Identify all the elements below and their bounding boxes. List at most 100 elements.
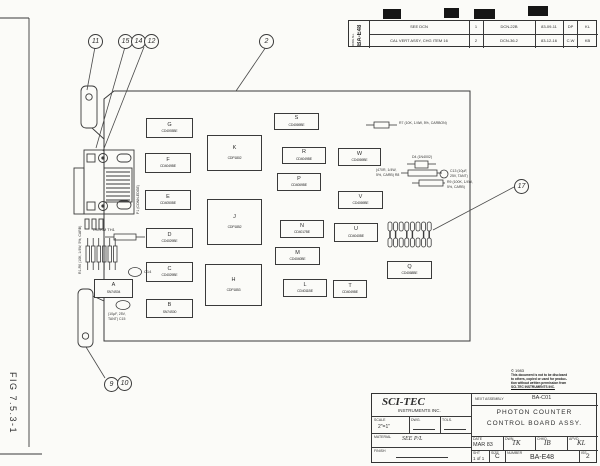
leader-lines — [85, 46, 515, 379]
ic-ref: J — [233, 214, 236, 221]
rev-appr: KL — [585, 24, 590, 29]
ic-part: CD4049BE — [342, 290, 358, 295]
board-outline — [103, 90, 471, 342]
drawing-title-line1: PHOTON COUNTER — [496, 409, 573, 416]
divider — [483, 21, 484, 48]
ic-part: CD4049BE — [160, 164, 176, 169]
annotation-c14: C14 — [144, 269, 152, 274]
approved-label: APVD. — [569, 437, 580, 441]
issue-label: ISS — [581, 451, 587, 455]
divider — [372, 447, 471, 448]
annotation-resistor-group: R1-R6 (10K, 1/4W, 5%, CARB) — [78, 225, 82, 274]
rev-number: 1 — [474, 24, 478, 29]
copyright-year: © 1983 — [511, 368, 524, 373]
rev-dcn: DCN-36.2 — [500, 38, 518, 43]
ic-ref: H — [231, 277, 236, 284]
divider — [505, 450, 506, 462]
divider — [563, 21, 564, 48]
ic-part: CD4069BE — [352, 201, 369, 206]
ic-ref: G — [167, 121, 172, 128]
drawn-signature: TK — [512, 439, 521, 447]
ic-part: SN74S04 — [106, 289, 121, 294]
tols-label: TOLS. — [442, 418, 453, 422]
number-label: NUMBER — [507, 451, 523, 455]
ic-part: CD4040BE — [289, 257, 306, 262]
approved-signature: KL — [577, 439, 586, 447]
date-label: DATE — [473, 437, 483, 441]
ic-part: SN74S00 — [162, 309, 177, 314]
divider — [579, 450, 580, 462]
divider — [503, 436, 504, 450]
copyright-line: to others, copied or used for produc- — [511, 377, 567, 381]
rev-by: DP — [567, 24, 574, 29]
annotation-c13-line1: C13 (10µF, — [450, 169, 468, 173]
rev-date: 83-09-11 — [541, 24, 557, 29]
company-subtitle: INSTRUMENTS INC. — [398, 408, 441, 413]
dwg-label: DWG. — [411, 418, 421, 422]
binder-tabs — [383, 6, 548, 19]
next-assembly-label: NEXT ASSEMBLY — [475, 397, 504, 401]
divider — [471, 450, 598, 451]
divider — [440, 416, 441, 433]
scale-label: SCALE — [374, 418, 386, 422]
callout-balloon-2: 2 — [259, 34, 274, 49]
callout-balloon-11: 11 — [88, 34, 103, 49]
divider — [535, 436, 536, 450]
callout-balloon-12: 12 — [144, 34, 159, 49]
ic-ref: B — [167, 302, 172, 309]
card-ejector-top — [80, 85, 105, 140]
annotation-connector-p1: P1 (CONN-EDGE) — [136, 185, 140, 214]
ic-ref: V — [358, 193, 363, 200]
divider — [567, 436, 568, 450]
ic-part: CD4049BE — [296, 156, 312, 161]
divider — [469, 21, 470, 48]
ic-part: CD4011BE — [297, 289, 313, 294]
ic-ref: S — [294, 115, 299, 122]
divider — [471, 405, 598, 406]
annotation-c15-line1: (10µF, 25V, — [108, 312, 126, 316]
figure-number-label: FIG 7.5.3-1 — [8, 372, 18, 435]
revision-drawing-number: BA-E48 — [357, 24, 363, 46]
annotation-r9-line1: R9 (100K, 1/4W, — [447, 180, 473, 184]
divider — [372, 416, 471, 417]
checked-signature: IB — [544, 439, 551, 447]
divider — [489, 450, 490, 462]
ic-part: CD4050BE — [160, 201, 176, 206]
jumper-pads — [387, 221, 432, 248]
ic-ref: T — [348, 282, 352, 289]
divider — [577, 21, 578, 48]
title-block: SCI-TEC INSTRUMENTS INC. SCALE 2"=1" DWG… — [371, 393, 598, 463]
size-value: C — [495, 453, 500, 460]
ic-part: CD4029BE — [161, 239, 178, 244]
divider — [471, 394, 472, 462]
ic-ref: F — [166, 156, 170, 163]
rev-date: 83-12-16 — [540, 38, 557, 43]
sheet-label: SHT — [473, 451, 480, 455]
ic-ref: R — [302, 149, 306, 156]
ic-ref: Q — [407, 263, 412, 270]
material-value: SEE P/L — [402, 436, 423, 442]
ic-ref: M — [295, 249, 300, 256]
rev-dcn: DCN-22B — [500, 24, 518, 29]
ic-part: CDP1802 — [227, 155, 242, 160]
blank-entry-line — [413, 429, 435, 430]
callout-balloon-9: 9 — [104, 377, 119, 392]
next-assembly-value: BA-C01 — [532, 395, 552, 401]
ic-part: CD4069BE — [291, 183, 307, 188]
ic-ref: U — [354, 226, 358, 233]
annotation-r9-line2: 5%, CARB) — [447, 185, 465, 189]
annotation-r8-line1: (470R, 1/4W, — [376, 168, 397, 172]
